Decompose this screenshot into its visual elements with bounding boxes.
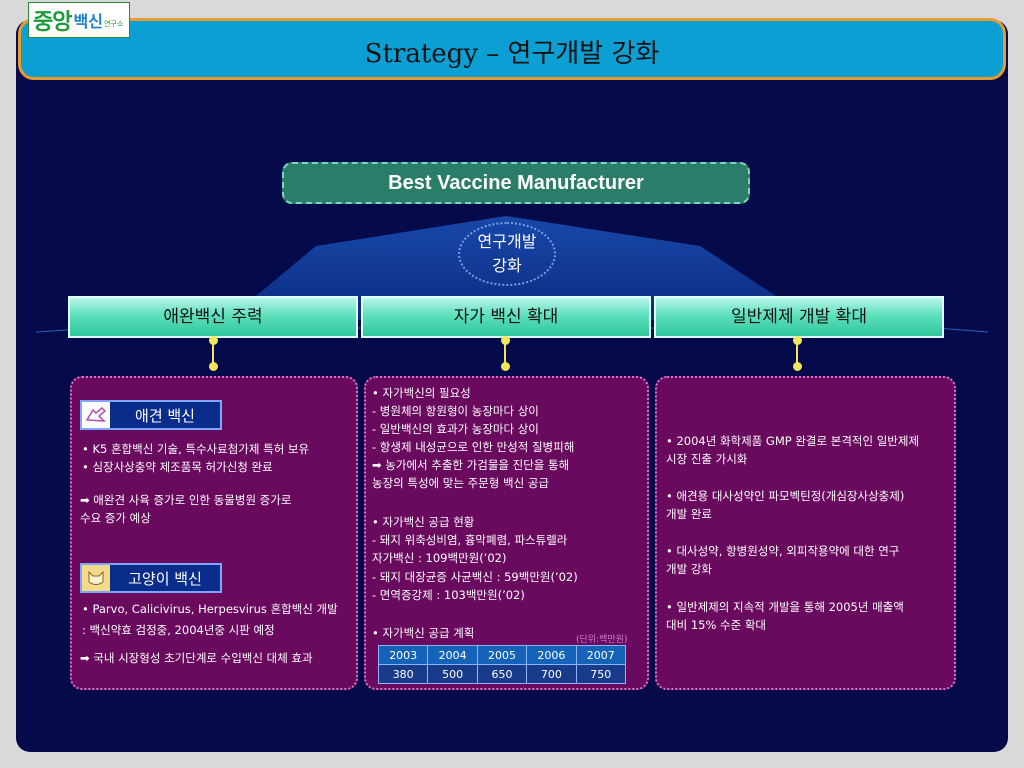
connector-dot bbox=[793, 362, 802, 371]
table-cell: 2003 bbox=[377, 645, 429, 665]
panel-autogenous-vaccine bbox=[364, 376, 649, 690]
connector-line bbox=[212, 342, 214, 364]
pillar-pet-vaccine: 애완백신 주력 bbox=[68, 296, 358, 338]
table-cell: 2007 bbox=[575, 645, 627, 665]
dog-line-1: • K5 혼합백신 기술, 특수사료첨가제 특허 보유 bbox=[82, 442, 310, 456]
connector-dot bbox=[793, 336, 802, 345]
autogenous-line: - 면역증강제 : 103백만원(’02) bbox=[372, 588, 525, 602]
logo-text-small: 연구소 bbox=[103, 20, 124, 28]
right-item-1-line-1: • 2004년 화학제품 GMP 완결로 본격적인 일반제제 bbox=[666, 434, 920, 448]
right-item-1-line-2: 시장 진출 가시화 bbox=[666, 452, 748, 466]
autogenous-line: 자가백신 : 109백만원(’02) bbox=[372, 551, 507, 565]
table-cell: 2005 bbox=[476, 645, 528, 665]
autogenous-line: - 돼지 위축성비염, 흉막폐렴, 파스튜렐라 bbox=[372, 533, 568, 547]
connector-dot bbox=[209, 336, 218, 345]
pillar-general-drugs: 일반제제 개발 확대 bbox=[654, 296, 944, 338]
logo-text-main: 중앙 bbox=[33, 10, 72, 35]
cat-line-1: • Parvo, Calicivirus, Herpesvirus 혼합백신 개… bbox=[82, 602, 338, 616]
dog-vaccine-label: 애견 백신 bbox=[135, 406, 195, 425]
autogenous-line: • 자가백신의 필요성 bbox=[372, 386, 471, 400]
cat-arrow: ➡ 국내 시장형성 초기단계로 수입백신 대체 효과 bbox=[80, 651, 313, 665]
dog-vaccine-tag: 애견 백신 bbox=[80, 400, 222, 430]
logo-text-sub: 백신 bbox=[73, 12, 103, 31]
autogenous-line: - 병원체의 항원형이 농장마다 상이 bbox=[372, 404, 539, 418]
connector-line bbox=[796, 342, 798, 364]
dog-arrow-1: ➡ 애완견 사육 증가로 인한 동물병원 증가로 bbox=[80, 493, 292, 507]
autogenous-line: ➡ 농가에서 추출한 가검물을 진단을 통해 bbox=[372, 458, 570, 472]
table-cell: 380 bbox=[377, 664, 429, 684]
company-logo: 중앙 백신 연구소 bbox=[28, 2, 130, 38]
panel-general-drugs bbox=[655, 376, 956, 690]
right-item-2-line-1: • 애견용 대사성약인 파모벡틴정(개심장사상충제) bbox=[666, 489, 905, 503]
autogenous-line: • 자가백신 공급 현황 bbox=[372, 515, 475, 529]
pillar-autogenous-vaccine: 자가 백신 확대 bbox=[361, 296, 651, 338]
right-item-2-line-2: 개발 완료 bbox=[666, 507, 712, 521]
cat-icon bbox=[82, 565, 110, 591]
title-bar: Strategy – 연구개발 강화 bbox=[18, 18, 1006, 80]
autogenous-line: • 자가백신 공급 계획 bbox=[372, 626, 475, 640]
connector-dot bbox=[209, 362, 218, 371]
best-vaccine-banner: Best Vaccine Manufacturer bbox=[282, 162, 750, 204]
center-line-2: 강화 bbox=[492, 256, 522, 275]
table-cell: 750 bbox=[575, 664, 627, 684]
autogenous-line: - 돼지 대장균증 사균백신 : 59백만원(’02) bbox=[372, 570, 578, 584]
right-item-4-line-1: • 일반제제의 지속적 개발을 통해 2005년 매출액 bbox=[666, 600, 904, 614]
table-cell: 2004 bbox=[427, 645, 478, 665]
cat-vaccine-tag: 고양이 백신 bbox=[80, 563, 222, 593]
connector-line bbox=[504, 342, 506, 364]
center-line-1: 연구개발 bbox=[477, 232, 537, 251]
right-item-4-line-2: 대비 15% 수준 확대 bbox=[666, 618, 767, 632]
supply-plan-table: 2003 2004 2005 2006 2007 380 500 650 700… bbox=[377, 645, 627, 684]
dog-icon bbox=[82, 402, 110, 428]
autogenous-line: - 항생제 내성균으로 인한 만성적 질병피해 bbox=[372, 440, 575, 454]
center-circle: 연구개발 강화 bbox=[458, 222, 556, 286]
table-cell: 650 bbox=[476, 664, 528, 684]
connector-dot bbox=[501, 336, 510, 345]
table-cell: 2006 bbox=[526, 645, 577, 665]
unit-label: (단위:백만원) bbox=[576, 635, 628, 645]
cat-line-2: : 백신약효 검정중, 2004년중 시판 예정 bbox=[82, 623, 275, 637]
cat-vaccine-label: 고양이 백신 bbox=[128, 569, 202, 588]
dog-arrow-2: 수요 증가 예상 bbox=[80, 511, 151, 525]
dog-line-2: • 심장사상충약 제조품목 허가신청 완료 bbox=[82, 460, 273, 474]
autogenous-line: - 일반백신의 효과가 농장마다 상이 bbox=[372, 422, 539, 436]
table-cell: 500 bbox=[427, 664, 478, 684]
autogenous-line: 농장의 특성에 맞는 주문형 백신 공급 bbox=[372, 476, 549, 490]
right-item-3-line-2: 개발 강화 bbox=[666, 562, 712, 576]
table-cell: 700 bbox=[526, 664, 577, 684]
slide-title: Strategy – 연구개발 강화 bbox=[364, 39, 660, 69]
right-item-3-line-1: • 대사성약, 항병원성약, 외피작용약에 대한 연구 bbox=[666, 544, 900, 558]
table-header-row: 2003 2004 2005 2006 2007 bbox=[377, 645, 627, 665]
table-value-row: 380 500 650 700 750 bbox=[377, 664, 627, 684]
connector-dot bbox=[501, 362, 510, 371]
